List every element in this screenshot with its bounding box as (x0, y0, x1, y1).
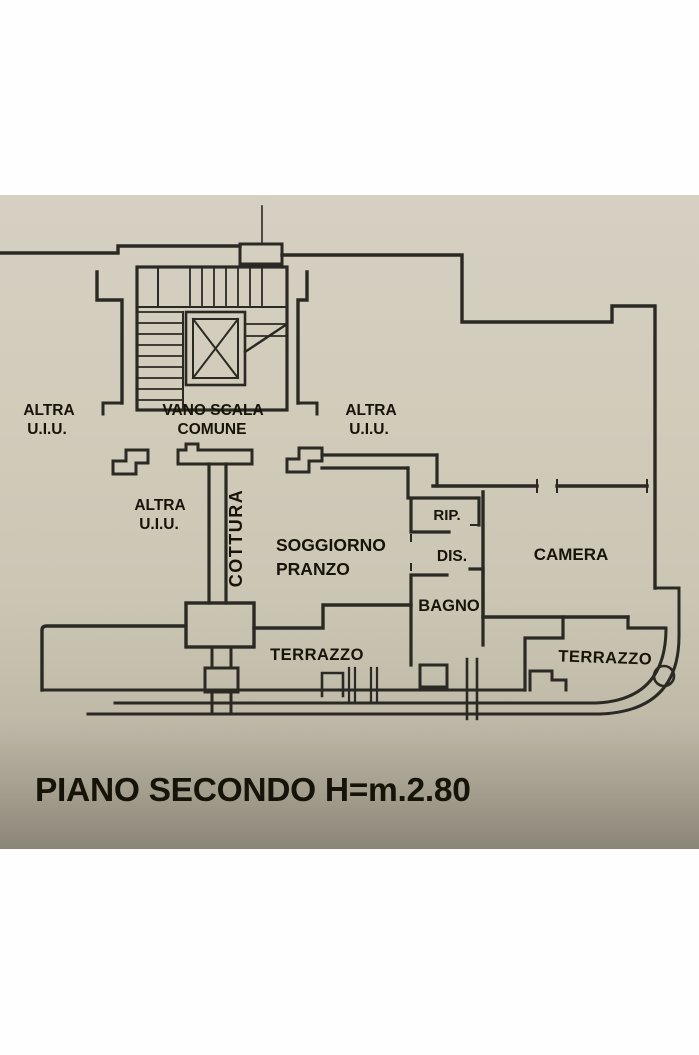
elevator (184, 310, 247, 387)
room-label-altra-uiu-mid-left: ALTRA U.I.U. (134, 497, 185, 533)
label-text: COMUNE (178, 421, 247, 438)
door-jambs (536, 479, 648, 493)
stair-treads-left (136, 311, 184, 401)
room-label-altra-uiu-top-right: ALTRA U.I.U. (345, 402, 396, 438)
room-label-terrazzo-left: TERRAZZO (270, 646, 364, 664)
room-labels: ALTRA U.I.U. VANO SCALA COMUNE ALTRA U.I… (23, 402, 652, 669)
elevator-x-mark (191, 317, 240, 380)
bagno-foot-stub (418, 663, 449, 689)
room-label-vano-scala-comune: VANO SCALA COMUNE (162, 402, 263, 438)
railing-ticks-left (347, 666, 379, 705)
stairwell (135, 265, 289, 412)
wall-stub-row (111, 442, 324, 476)
stair-treads-upper (189, 267, 263, 306)
label-text: ALTRA (23, 402, 74, 419)
room-label-terrazzo-right: TERRAZZO (558, 647, 652, 668)
label-text: ALTRA (134, 497, 185, 514)
room-label-soggiorno-pranzo: SOGGIORNO PRANZO (276, 535, 386, 579)
railing-post-left (320, 671, 345, 698)
room-label-cottura: COTTURA (226, 489, 246, 588)
label-text: U.I.U. (139, 516, 179, 533)
terrace-right-step-wall (523, 615, 565, 692)
wall-junction-block (184, 601, 256, 649)
paper-sheet (0, 195, 699, 849)
room-label-rip: RIP. (433, 507, 460, 524)
label-text: SOGGIORNO (276, 535, 386, 555)
room-label-altra-uiu-top-left: ALTRA U.I.U. (23, 402, 74, 438)
label-text: ALTRA (345, 402, 396, 419)
bagno-left-wall (409, 573, 449, 667)
cottura-wall-head (176, 442, 254, 466)
terrace-pillar-block (203, 666, 240, 694)
wall-stub-left (111, 448, 150, 476)
room-label-bagno: BAGNO (418, 597, 480, 615)
room-label-camera: CAMERA (534, 545, 609, 564)
terrace-step-shape (528, 669, 568, 692)
rip-walls (409, 496, 481, 534)
stair-winders (243, 322, 289, 354)
floor-caption: PIANO SECONDO H=m.2.80 (35, 772, 471, 809)
chimney-block (238, 242, 284, 266)
stairwell-side-walls (95, 270, 319, 416)
parapet-inner-line (113, 626, 668, 705)
railing-ticks-right (465, 657, 479, 721)
wall-stub-right (285, 446, 324, 474)
cottura-corridor-walls (207, 462, 228, 605)
label-text: U.I.U. (27, 421, 67, 438)
room-label-dis: DIS. (437, 548, 467, 565)
label-text: PRANZO (276, 559, 350, 579)
terrace-walls (40, 586, 681, 721)
exterior-walls (0, 205, 657, 590)
label-text: U.I.U. (349, 421, 389, 438)
parapet-outer-line (86, 586, 681, 716)
terrace-column (652, 664, 676, 688)
interior-walls-east (320, 453, 666, 692)
label-text: VANO SCALA (162, 402, 263, 419)
